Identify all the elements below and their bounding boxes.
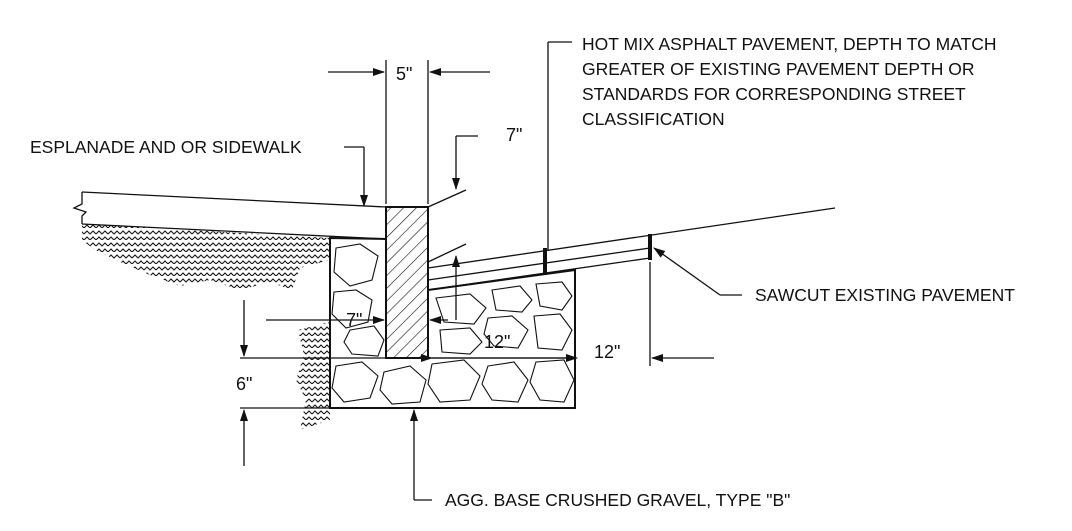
esplanade-label: ESPLANADE AND OR SIDEWALK xyxy=(30,137,302,157)
asphalt-label-line-3: STANDARDS FOR CORRESPONDING STREET xyxy=(582,84,966,104)
sawcut-label: SAWCUT EXISTING PAVEMENT xyxy=(755,285,1015,305)
dimension-labels: 5" 7" 7" 12" 12" 6" xyxy=(236,64,620,394)
asphalt-label-line-1: HOT MIX ASPHALT PAVEMENT, DEPTH TO MATCH xyxy=(582,34,997,54)
dim-curb-bottom-width: 7" xyxy=(346,310,362,330)
curb xyxy=(385,206,429,359)
text-labels: HOT MIX ASPHALT PAVEMENT, DEPTH TO MATCH… xyxy=(30,34,1015,510)
dim-base-depth: 6" xyxy=(236,374,252,394)
asphalt-pavement xyxy=(427,189,836,291)
dim-curb-top-width: 5" xyxy=(396,64,412,84)
sidewalk-slab xyxy=(72,191,387,408)
dim-sawcut-offset: 12" xyxy=(594,342,620,362)
leaders xyxy=(240,41,742,501)
rocks xyxy=(331,243,575,405)
agg-base-label: AGG. BASE CRUSHED GRAVEL, TYPE "B" xyxy=(445,490,790,510)
earth-hatch xyxy=(82,224,330,430)
dim-curb-reveal: 7" xyxy=(506,125,522,145)
dim-gutter-base-width: 12" xyxy=(484,332,510,352)
asphalt-label-line-4: CLASSIFICATION xyxy=(582,109,725,129)
asphalt-label-line-2: GREATER OF EXISTING PAVEMENT DEPTH OR xyxy=(582,59,975,79)
